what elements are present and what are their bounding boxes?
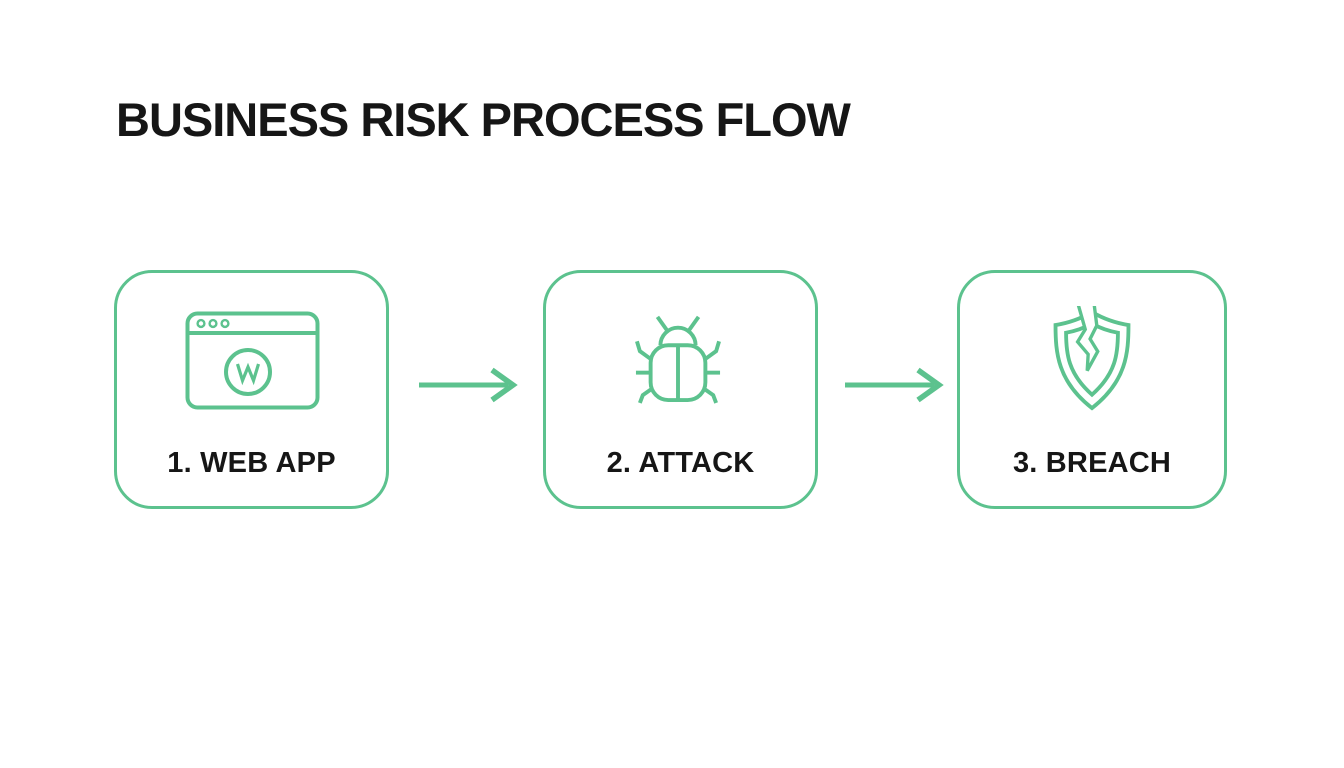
flow-node-label: 1. WEB APP (167, 447, 336, 479)
arrow-right-icon (842, 365, 952, 405)
flow-node-web-app: 1. WEB APP (114, 270, 389, 509)
arrow-right-icon (416, 365, 526, 405)
broken-shield-icon (1044, 306, 1140, 418)
flow-node-attack: 2. ATTACK (543, 270, 818, 509)
bug-icon (634, 308, 722, 406)
flow-node-label: 3. BREACH (1012, 447, 1172, 479)
flow-node-breach: 3. BREACH (957, 270, 1227, 509)
browser-window-icon (185, 311, 320, 410)
page-title: BUSINESS RISK PROCESS FLOW (116, 93, 851, 146)
flow-node-label: 2. ATTACK (606, 447, 755, 479)
